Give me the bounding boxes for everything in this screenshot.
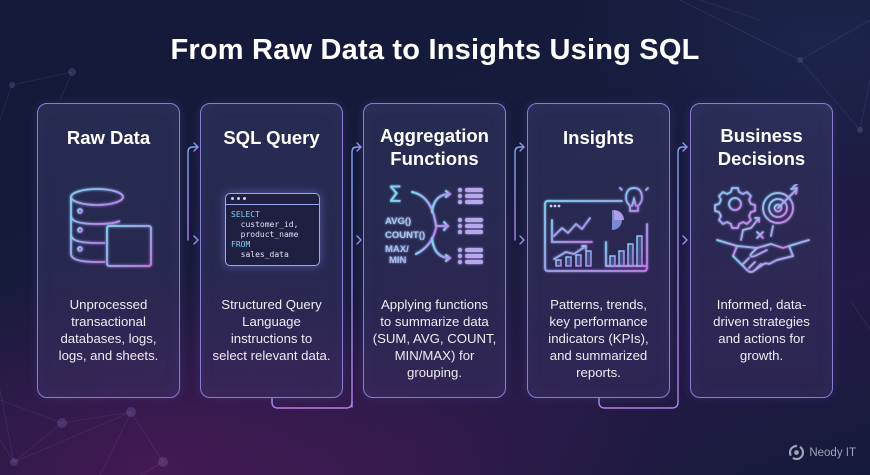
- step-description: Applying functions to summarize data (SU…: [372, 297, 497, 380]
- step-title: Aggregation Functions: [380, 125, 489, 169]
- code-window-icon: SELECT customer_id, product_name FROM sa…: [225, 192, 320, 266]
- step-description: Unprocessed transactional databases, log…: [58, 297, 159, 363]
- handshake-target-icon: [713, 184, 810, 273]
- sql-code-snippet: SELECT customer_id, product_name FROM sa…: [231, 209, 299, 259]
- page-title: From Raw Data to Insights Using SQL: [170, 34, 700, 66]
- database-table-icon: [69, 188, 152, 267]
- neody-logo-icon: [789, 445, 805, 460]
- step-title: SQL Query: [223, 127, 320, 148]
- step-card-raw-data: Raw Data Unprocessed transactional datab…: [37, 103, 180, 398]
- step-card-business-decisions: Business Decisions: [690, 103, 833, 398]
- connector-arrow-3-4: [505, 142, 525, 245]
- brand-logo: Neody IT: [789, 445, 856, 460]
- step-title: Insights: [563, 127, 634, 148]
- step-title: Business Decisions: [717, 125, 806, 169]
- step-card-insights: Insights: [527, 103, 670, 398]
- avg-label: AVG(): [385, 216, 411, 227]
- count-label: COUNT(): [385, 230, 425, 241]
- step-description: Informed, data- driven strategies and ac…: [713, 297, 810, 363]
- brand-name: Neody IT: [809, 446, 856, 459]
- step-description: Patterns, trends, key performance indica…: [548, 297, 649, 380]
- aggregation-icon: Σ AVG() COUNT() MAX/ MIN: [385, 184, 483, 266]
- step-title: Raw Data: [66, 127, 151, 148]
- max-label: MAX/: [385, 244, 409, 255]
- step-card-sql-query: SQL Query SELECT customer_id, product_na…: [200, 103, 343, 398]
- step-description: Structured Query Language instructions t…: [212, 297, 331, 363]
- connector-arrow-1-2: [179, 142, 199, 245]
- window-titlebar: [226, 194, 319, 205]
- min-label: MIN: [389, 255, 407, 266]
- dashboard-lightbulb-icon: [543, 184, 651, 272]
- sigma-symbol: Σ: [388, 184, 402, 208]
- step-card-aggregation-functions: Aggregation Functions Σ AVG() COUNT() MA…: [363, 103, 506, 398]
